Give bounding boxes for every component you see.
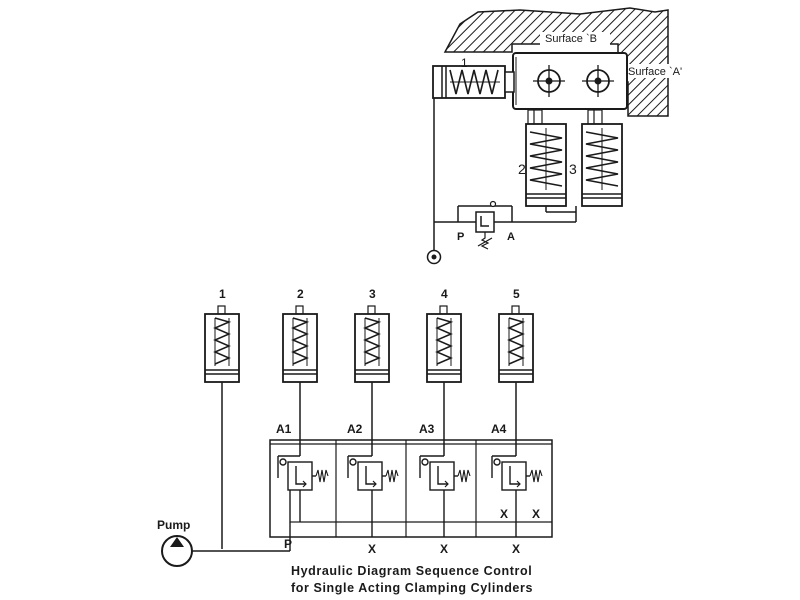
- top-label-2: 2: [518, 161, 526, 177]
- top-cylinder-1: [432, 65, 515, 99]
- top-cylinder-2: [525, 109, 567, 207]
- top-cylinder-3: [581, 109, 623, 207]
- bottom-cylinder-4: [426, 305, 462, 383]
- bottom-cylinder-5: [498, 305, 534, 383]
- bottom-x-label-2: X: [440, 542, 448, 556]
- cylinder-label-1: 1: [219, 287, 226, 301]
- valve-label-a4: A4: [491, 422, 507, 436]
- cylinder-label-3: 3: [369, 287, 376, 301]
- bottom-cylinder-1: [204, 305, 240, 383]
- caption-line-1: Hydraulic Diagram Sequence Control: [291, 564, 532, 578]
- port-p-label: P: [284, 537, 292, 551]
- cylinder-label-5: 5: [513, 287, 520, 301]
- top-fixture-diagram: Surface `B Surface `A' 1: [426, 7, 682, 265]
- valve-label-a2: A2: [347, 422, 363, 436]
- sequence-valve-a2: [347, 455, 399, 537]
- cylinder-label-4: 4: [441, 287, 448, 301]
- clamp-point-2: [582, 65, 614, 97]
- bottom-cylinder-2: [282, 305, 318, 383]
- top-sequence-valve: [475, 200, 497, 250]
- pump-label: Pump: [157, 518, 190, 532]
- surface-b-label-box: [540, 32, 610, 45]
- sequence-valve-a4: [491, 455, 543, 537]
- surface-a-label: Surface `A': [628, 66, 682, 78]
- valve-label-a1: A1: [276, 422, 292, 436]
- bottom-cylinder-3: [354, 305, 390, 383]
- bottom-cylinders: [204, 305, 534, 383]
- top-label-3: 3: [569, 161, 577, 177]
- valve-label-a3: A3: [419, 422, 435, 436]
- sequence-valves: [277, 455, 543, 549]
- cylinder-label-2: 2: [297, 287, 304, 301]
- top-pressure-source: [426, 249, 442, 265]
- bottom-x-label-3: X: [512, 542, 520, 556]
- inner-x-label-1: X: [500, 507, 508, 521]
- sequence-valve-a3: [419, 455, 471, 537]
- valve-manifold: [269, 439, 553, 538]
- bottom-schematic: 1 2 3 4 5: [157, 287, 553, 595]
- top-port-p: P: [457, 231, 464, 243]
- caption-line-2: for Single Acting Clamping Cylinders: [291, 581, 533, 595]
- inner-x-label-2: X: [532, 507, 540, 521]
- clamp-point-1: [533, 65, 565, 97]
- surface-a-label-box: [625, 64, 669, 78]
- surface-b-label: Surface `B: [545, 33, 597, 45]
- top-piping: [433, 98, 577, 250]
- sequence-valve-a1: [277, 455, 329, 549]
- top-port-a: A: [507, 231, 515, 243]
- top-label-1: 1: [461, 56, 468, 70]
- bottom-x-label-1: X: [368, 542, 376, 556]
- pump-symbol: [161, 535, 291, 567]
